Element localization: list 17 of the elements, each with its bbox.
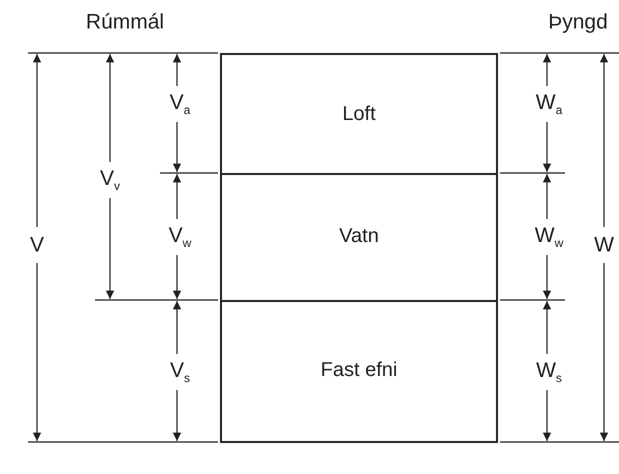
phase-label: Fast efni bbox=[320, 359, 398, 382]
dimension-symbol: V$_{a}$ bbox=[170, 92, 190, 116]
dimension-symbol: V$_{v}$ bbox=[100, 168, 120, 192]
phase-label: Vatn bbox=[339, 225, 379, 248]
dimension-symbol: W bbox=[594, 234, 614, 256]
phase-box bbox=[220, 173, 498, 302]
dimension-symbol: V bbox=[30, 234, 44, 256]
phase-label: Loft bbox=[342, 102, 376, 126]
dimension-symbol: W$_{a}$ bbox=[536, 92, 562, 116]
column-heading: Rúmmál bbox=[86, 12, 164, 32]
column-heading: Þyngd bbox=[548, 12, 608, 32]
dimension-symbol: W$_{s}$ bbox=[536, 360, 562, 384]
dimension-symbol: W$_{w}$ bbox=[534, 224, 564, 250]
phase-box bbox=[220, 53, 498, 175]
phase-box bbox=[220, 300, 498, 443]
dimension-symbol: V$_{w}$ bbox=[168, 224, 192, 250]
dimension-symbol: V$_{s}$ bbox=[170, 360, 190, 384]
